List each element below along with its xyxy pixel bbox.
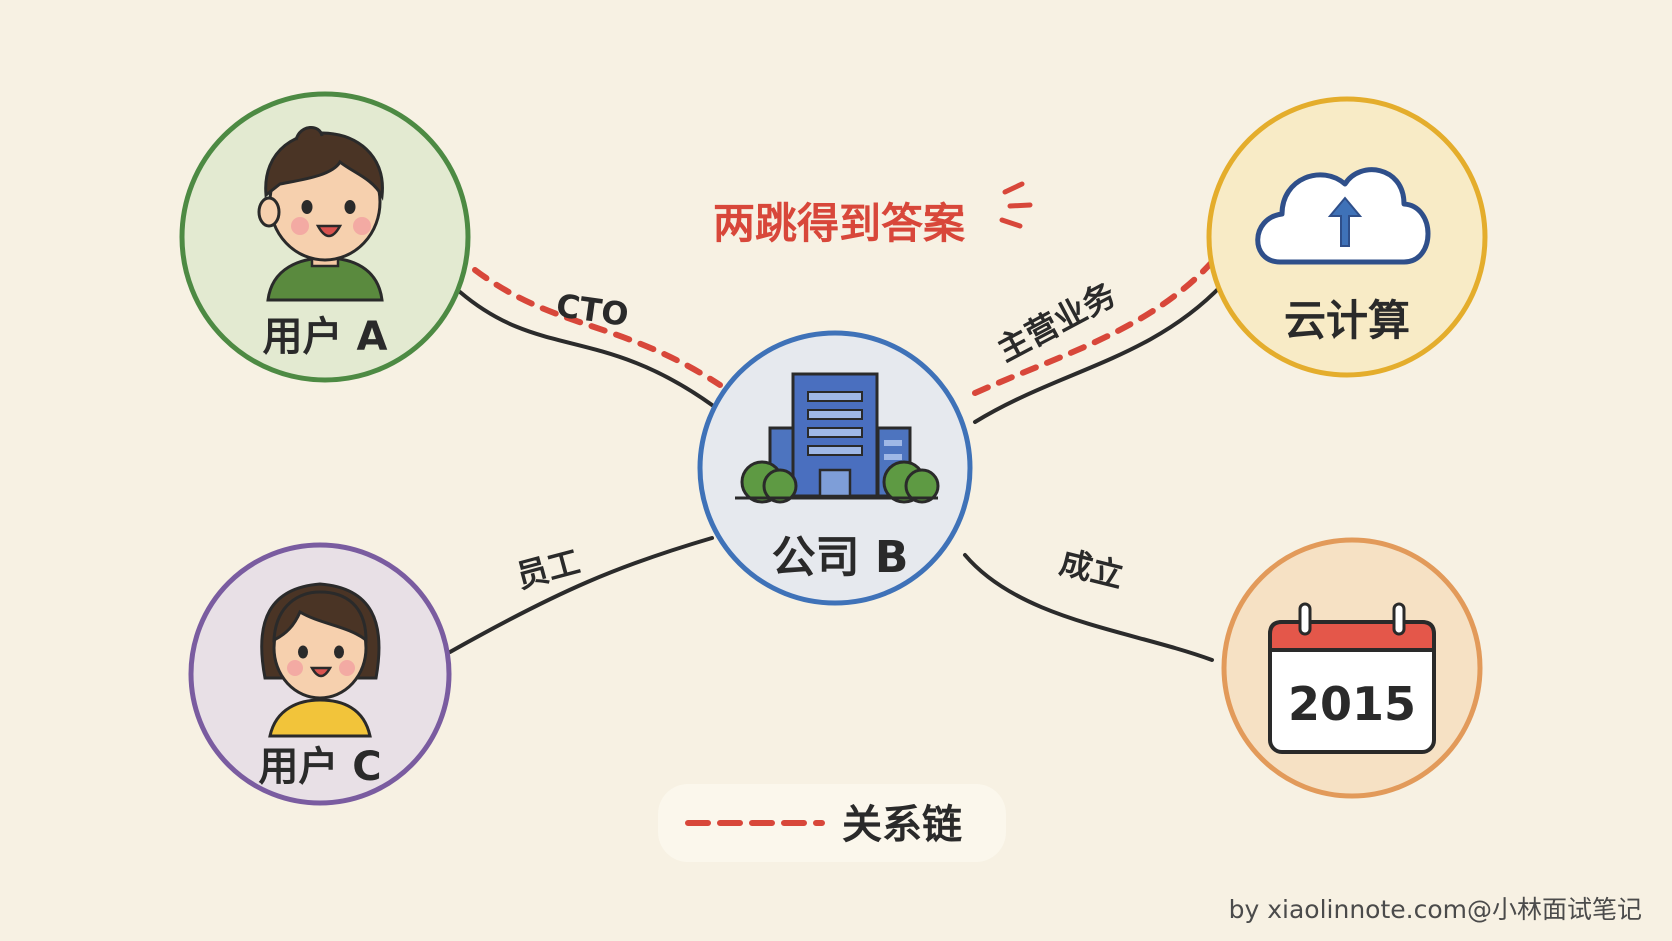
edge-label-founded: 成立 [1056,543,1127,595]
relation-chain-path [472,259,1215,396]
legend: 关系链 [658,784,1006,862]
edge-company-b-year [963,553,1214,662]
cloud-upload-icon [1255,167,1431,265]
node-cloud: 云计算 [1206,96,1488,378]
node-year: 2015 [1221,537,1483,799]
node-cloud-label: 云计算 [1284,296,1410,345]
legend-box [658,784,1006,862]
chain-segment-company-b-cloud [972,259,1215,396]
legend-label: 关系链 [842,802,962,848]
node-user-c-label: 用户 C [258,744,381,790]
node-user-a: 用户 A [179,91,471,383]
node-company-b-label: 公司 B [772,532,909,583]
boy-avatar-icon [257,126,384,302]
watermark: by xiaolinnote.com@小林面试笔记 [1229,895,1642,924]
node-user-c: 用户 C [188,542,452,806]
edge-user-c-company-b [448,536,714,654]
title-emphasis-marks [999,181,1033,229]
edge-company-b-cloud [973,283,1224,424]
node-user-a-label: 用户 A [263,314,388,360]
office-building-icon [735,372,940,504]
edge-label-main-business: 主营业务 [991,275,1122,369]
edges [448,283,1224,662]
node-year-label: 2015 [1288,677,1416,731]
calendar-icon [1268,602,1436,754]
diagram-title: 两跳得到答案 [713,199,966,248]
girl-avatar-icon [260,582,381,738]
chain-segment-user-a-company-b [472,267,723,388]
node-company-b: 公司 B [697,330,973,606]
edge-user-a-company-b [458,290,714,407]
edge-label-cto: CTO [554,286,631,334]
